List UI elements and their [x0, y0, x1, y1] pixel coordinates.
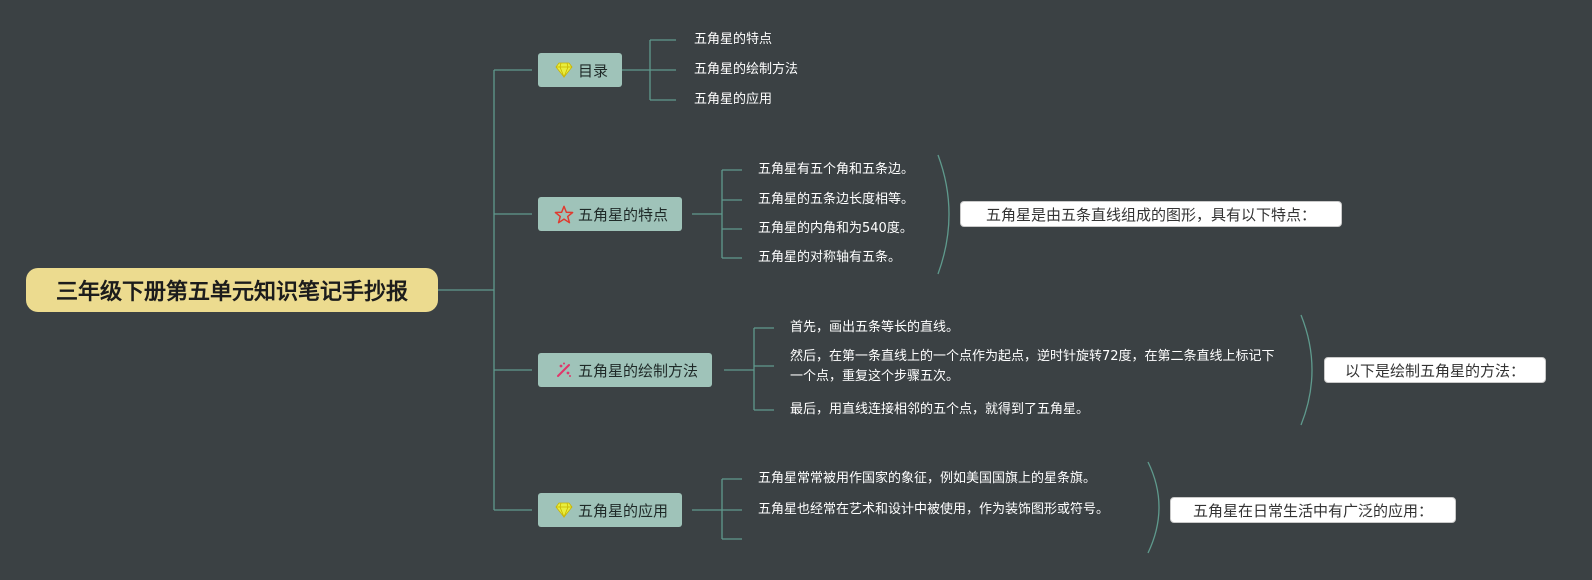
- leaf-text: 五角星的五条边长度相等。: [758, 192, 915, 207]
- leaf-text: 五角星的绘制方法: [694, 62, 799, 77]
- leaf-text: 五角星的内角和为540度。: [758, 221, 913, 236]
- leaf-text: 最后，用直线连接相邻的五个点，就得到了五角星。: [790, 402, 1090, 417]
- leaf-connector-3: [724, 327, 774, 411]
- leaf-text: 然后，在第一条直线上的一个点作为起点，逆时针旋转72度，在第二条直线上标记下一个…: [790, 349, 1275, 384]
- leaf-connector-4: [692, 478, 742, 540]
- diamond-icon: [554, 60, 574, 80]
- leaf-text: 五角星有五个角和五条边。: [758, 162, 915, 177]
- summary-applications[interactable]: 五角星在日常生活中有广泛的应用：: [1170, 497, 1456, 523]
- summary-bracket-4: [1147, 461, 1160, 554]
- leaf-text: 五角星也经常在艺术和设计中被使用，作为装饰图形或符号。: [758, 502, 1110, 517]
- leaf-text: 五角星常常被用作国家的象征，例如美国国旗上的星条旗。: [758, 471, 1097, 486]
- branch-label: 五角星的特点: [578, 205, 669, 224]
- star-outline-icon: [554, 204, 574, 224]
- diamond-icon: [554, 500, 574, 520]
- leaf-text: 五角星的特点: [694, 32, 773, 47]
- summary-bracket-3: [1300, 314, 1313, 426]
- branch-label: 五角星的绘制方法: [578, 361, 699, 380]
- summary-label: 五角星在日常生活中有广泛的应用：: [1192, 501, 1433, 520]
- branch-drawing-method[interactable]: 五角星的绘制方法: [538, 353, 713, 387]
- summary-label: 五角星是由五条直线组成的图形，具有以下特点：: [985, 205, 1316, 224]
- branch-applications[interactable]: 五角星的应用: [538, 493, 683, 527]
- branch-label: 目录: [578, 61, 609, 80]
- sparkle-icon: [554, 360, 574, 380]
- leaf-connector-2: [692, 169, 742, 259]
- root-topic-label: 三年级下册第五单元知识笔记手抄报: [55, 280, 408, 305]
- summary-bracket-2: [937, 154, 950, 275]
- branch-features[interactable]: 五角星的特点: [538, 197, 683, 231]
- leaf-text: 五角星的对称轴有五条。: [758, 250, 902, 265]
- leaf-connector-1: [622, 39, 676, 101]
- leaf-text: 五角星的应用: [694, 92, 773, 107]
- branch-label: 五角星的应用: [578, 501, 669, 520]
- root-topic[interactable]: 三年级下册第五单元知识笔记手抄报: [26, 268, 438, 312]
- summary-features[interactable]: 五角星是由五条直线组成的图形，具有以下特点：: [960, 201, 1342, 227]
- summary-label: 以下是绘制五角星的方法：: [1344, 361, 1525, 380]
- summary-drawing-method[interactable]: 以下是绘制五角星的方法：: [1324, 357, 1546, 383]
- leaf-text: 首先，画出五条等长的直线。: [790, 320, 960, 335]
- branch-contents[interactable]: 目录: [538, 53, 623, 87]
